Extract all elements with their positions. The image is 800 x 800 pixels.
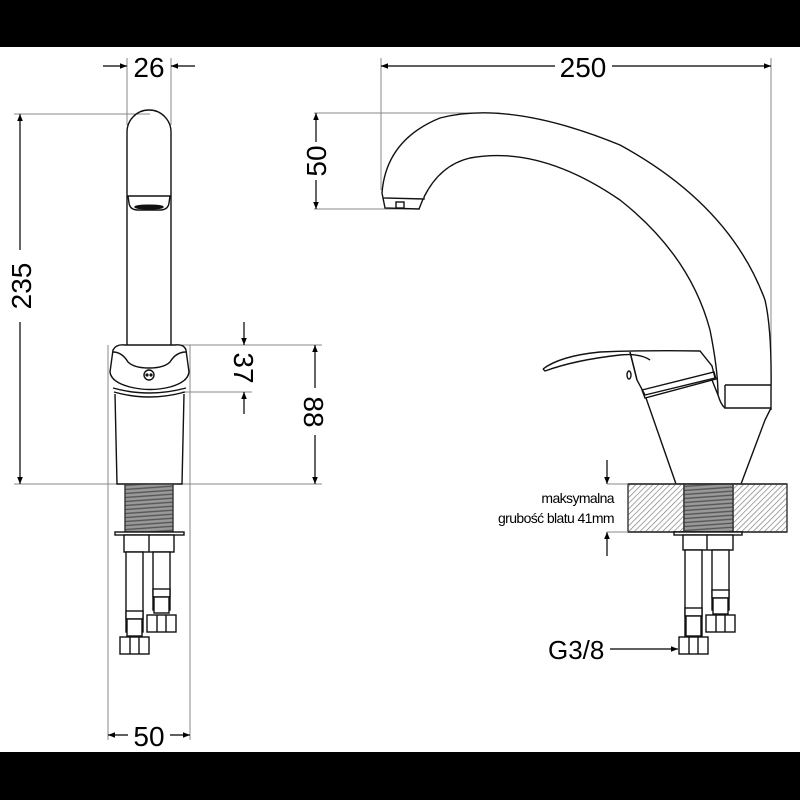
front-aerator xyxy=(127,195,171,211)
front-threaded-shank xyxy=(124,483,174,533)
dim-lever-height: 37 xyxy=(228,352,259,383)
front-nut-right xyxy=(146,614,177,633)
front-spout-tube xyxy=(126,109,172,345)
front-lever-cap xyxy=(109,344,190,391)
side-guide-lines xyxy=(314,58,772,410)
front-guide-lines xyxy=(14,58,322,740)
countertop-note-line1: maksymalna xyxy=(541,490,614,506)
dim-spout-reach: 250 xyxy=(560,52,607,83)
side-spout-outer xyxy=(381,112,772,393)
side-body xyxy=(645,397,772,485)
side-lever-handle xyxy=(542,349,716,396)
side-dimensions xyxy=(313,63,771,652)
countertop-hatch-left xyxy=(627,483,685,533)
side-nut-left xyxy=(678,636,709,655)
front-body xyxy=(114,393,185,485)
side-view xyxy=(314,58,788,655)
side-nut-right xyxy=(705,614,736,633)
dim-spout-width: 26 xyxy=(133,52,164,83)
bottom-black-band xyxy=(0,752,800,800)
front-indicator-dot xyxy=(143,369,155,381)
dim-body-height: 88 xyxy=(298,396,329,427)
side-threaded-shank xyxy=(683,483,734,533)
front-nut-left xyxy=(119,636,150,655)
side-spout-inner xyxy=(423,154,719,396)
countertop-note-line2: grubość blatu 41mm xyxy=(498,510,614,526)
connection-size-label: G3/8 xyxy=(548,635,604,665)
front-dimensions xyxy=(17,63,318,738)
top-black-band xyxy=(0,0,800,47)
countertop-hatch-right xyxy=(732,483,788,533)
dim-base-width: 50 xyxy=(133,721,164,752)
front-view xyxy=(14,58,322,740)
dim-total-height: 235 xyxy=(6,263,37,310)
dim-spout-drop: 50 xyxy=(301,145,332,176)
